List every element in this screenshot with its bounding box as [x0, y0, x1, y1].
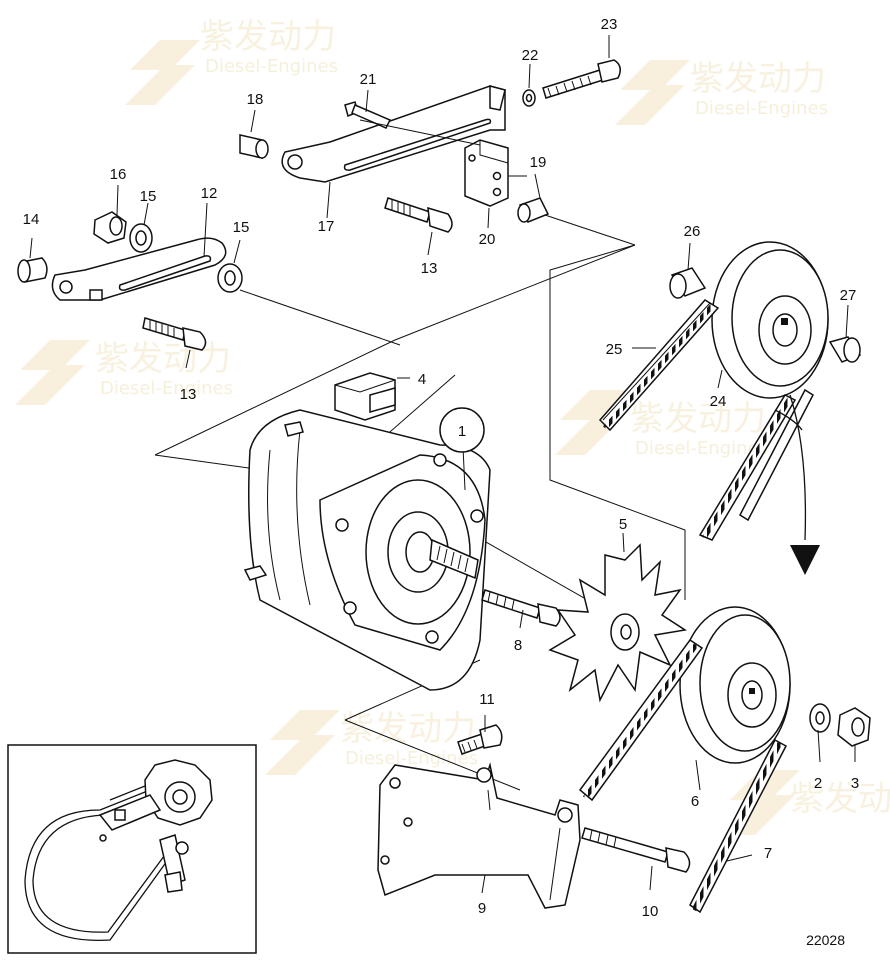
pulley-upper-24: [711, 241, 829, 399]
callout-7: 7: [764, 845, 772, 862]
watermark-layer: 紫发动力 Diesel-Engines 紫发动力 Diesel-Engines …: [15, 17, 890, 835]
callout-19: 19: [530, 154, 547, 171]
watermark-sub-text: Diesel-Engines: [635, 438, 768, 459]
callout-24: 24: [710, 393, 727, 410]
callout-3: 3: [851, 775, 859, 792]
washer-15b: [217, 263, 243, 293]
figure-reference-number: 22028: [806, 932, 845, 948]
block-20: [464, 139, 509, 207]
bolt-23: [542, 59, 621, 99]
callout-11: 11: [479, 691, 495, 708]
sleeve-19: [517, 197, 550, 223]
watermark-brand-text: 紫发动力: [690, 59, 826, 99]
arrow-down-icon: [774, 394, 820, 575]
callout-13-upper: 13: [421, 260, 438, 277]
callout-4: 4: [418, 371, 426, 388]
watermark-brand-text: 紫发动力: [630, 399, 766, 439]
bolt-10: [581, 827, 691, 873]
callout-25: 25: [606, 341, 623, 358]
alternator-1: [243, 409, 491, 691]
callout-15-left: 15: [140, 188, 157, 205]
callout-26: 26: [684, 223, 701, 240]
watermark-brand-text: 紫发动力: [95, 339, 231, 379]
callout-12: 12: [201, 185, 218, 202]
washer-22: [522, 89, 536, 107]
callout-13-lower: 13: [180, 386, 197, 403]
cooling-fan-5: [548, 543, 688, 703]
leader-lines: [29, 35, 856, 894]
callout-8: 8: [514, 637, 522, 654]
callout-1: 1: [439, 407, 485, 453]
svg-text:1: 1: [458, 423, 466, 440]
callout-17: 17: [318, 218, 335, 235]
callout-14: 14: [23, 211, 40, 228]
bolt-21: [344, 101, 392, 129]
callout-6: 6: [691, 793, 699, 810]
watermark-brand-text: 紫发动力: [340, 709, 476, 749]
pulley-lower-6: [679, 606, 791, 764]
callout-21: 21: [360, 71, 377, 88]
v-belt-25: [598, 299, 720, 432]
nut-3: [837, 707, 871, 747]
sleeve-26: [669, 267, 707, 299]
callout-15-right: 15: [233, 219, 250, 236]
adjusting-bracket-left: [51, 237, 227, 301]
bolt-13b: [384, 197, 453, 233]
mounting-bracket-9: [377, 762, 581, 909]
nut-16: [93, 211, 127, 244]
callout-18: 18: [247, 91, 264, 108]
washer-15a: [129, 223, 153, 253]
watermark-sub-text: Diesel-Engines: [345, 748, 478, 769]
sleeve-18: [239, 134, 269, 159]
callout-9: 9: [478, 900, 486, 917]
watermark-brand-text: 紫发动力: [790, 779, 890, 819]
support-bracket-17: [281, 85, 506, 183]
voltage-regulator-4: [334, 372, 396, 421]
bolt-13a: [142, 317, 207, 351]
callout-20: 20: [479, 231, 496, 248]
callout-2: 2: [814, 775, 822, 792]
sleeve-27: [828, 336, 862, 363]
watermark-sub-text: Diesel-Engines: [695, 98, 828, 119]
watermark-logo-icon: [15, 40, 800, 835]
callout-16: 16: [110, 166, 127, 183]
watermark-sub-text: Diesel-Engines: [205, 56, 338, 77]
callout-5: 5: [619, 516, 627, 533]
watermark-sub-text: Diesel-Engines: [100, 378, 233, 399]
callout-27: 27: [840, 287, 857, 304]
spacer-sleeve-14: [17, 257, 48, 283]
callout-23: 23: [601, 16, 618, 33]
callout-22: 22: [522, 47, 539, 64]
belt-7: [578, 638, 788, 914]
bolt-8: [481, 589, 561, 627]
watermark-brand-text: 紫发动力: [200, 17, 336, 57]
washer-2: [809, 703, 831, 733]
callout-labels: 1 2 3 4 5 6 7 8 9 10 11 12 13 13 14 15 1…: [23, 16, 860, 920]
inset-belt-routing: [7, 744, 257, 954]
callout-10: 10: [642, 903, 659, 920]
